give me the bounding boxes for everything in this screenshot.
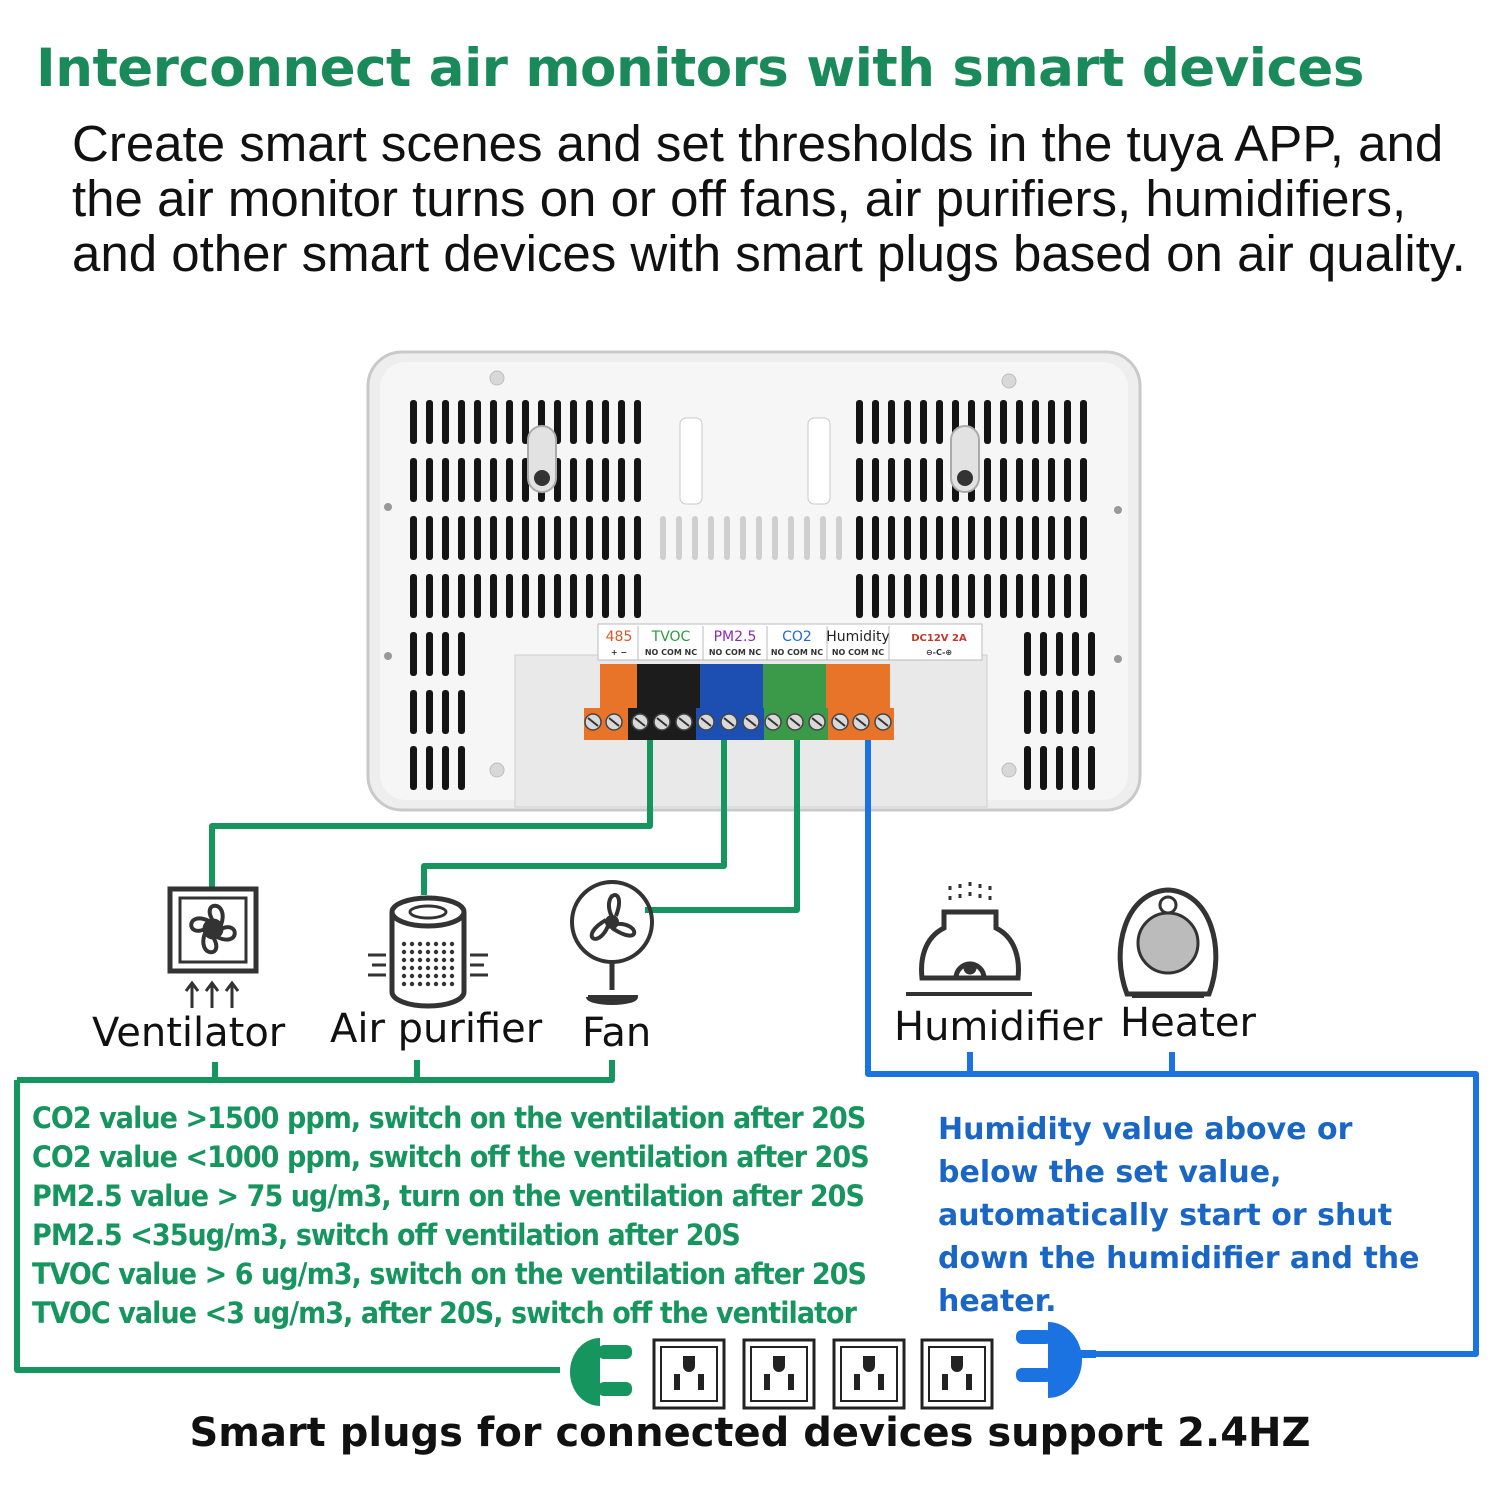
terminal-screw <box>808 713 826 731</box>
terminal-screw <box>764 713 782 731</box>
air-monitor-device: 485 + − TVOC NO COM NC PM2.5 NO COM NC CO2 NO C… <box>366 350 1142 812</box>
terminal-sublabel: NO COM NC <box>832 648 884 657</box>
air-purifier-label: Air purifier <box>330 1006 543 1052</box>
terminal-screw <box>675 713 693 731</box>
terminal-label: TVOC <box>651 629 691 645</box>
humidifier-label: Humidifier <box>894 1004 1103 1050</box>
blue-plug-icon <box>1016 1322 1096 1398</box>
terminal-sublabel: NO COM NC <box>771 648 823 657</box>
fan-label: Fan <box>582 1010 652 1056</box>
ventilator-label: Ventilator <box>92 1010 286 1056</box>
note-line: PM2.5 <35ug/m3, switch off ventilation a… <box>32 1218 741 1252</box>
smart-plug-outlet-icon <box>652 1338 726 1410</box>
terminal-screw <box>852 713 870 731</box>
terminal-label: DC12V 2A <box>911 633 967 644</box>
terminal-screw <box>786 713 804 731</box>
green-loop-top <box>17 1060 615 1083</box>
ventilator-wire <box>209 740 653 890</box>
footer-caption: Smart plugs for connected devices suppor… <box>189 1410 1311 1456</box>
heater-label: Heater <box>1120 1000 1256 1046</box>
terminal-screw <box>605 713 623 731</box>
green-notes: CO2 value >1500 ppm, switch on the venti… <box>32 1099 870 1333</box>
green-loop-left <box>14 1080 560 1373</box>
terminal-screw <box>584 713 602 731</box>
terminal-label: Humidity <box>826 629 889 645</box>
green-plug-icon <box>548 1338 632 1406</box>
humidity-wire <box>865 740 1479 1357</box>
fan-wire <box>645 740 800 913</box>
purifier-wire <box>421 740 727 895</box>
terminal-screw <box>697 713 715 731</box>
smart-plug-outlet-icon <box>832 1338 906 1410</box>
terminal-screw <box>874 713 892 731</box>
ventilator-icon <box>167 886 259 1008</box>
heater-icon <box>1117 887 1219 998</box>
note-line: TVOC value > 6 ug/m3, switch on the vent… <box>32 1257 867 1291</box>
air-purifier-icon <box>368 895 488 1009</box>
terminal-sublabel: NO COM NC <box>645 648 697 657</box>
smart-plug-outlet-icon <box>920 1338 994 1410</box>
fan-icon <box>570 880 654 1005</box>
subtext: Create smart scenes and set thresholds i… <box>72 115 1466 282</box>
terminal-screw <box>742 713 760 731</box>
blue-note: Humidity value above or below the set va… <box>938 1112 1420 1319</box>
note-line: TVOC value <3 ug/m3, after 20S, switch o… <box>32 1296 857 1330</box>
terminal-screw <box>653 713 671 731</box>
terminal-sublabel: ⊖-C-⊕ <box>926 648 952 657</box>
terminal-label: CO2 <box>782 629 812 645</box>
terminal-sublabel: + − <box>611 648 627 657</box>
terminal-screw <box>631 713 649 731</box>
humidifier-icon <box>906 882 1032 996</box>
headline: Interconnect air monitors with smart dev… <box>36 38 1364 99</box>
terminal-label: 485 <box>606 629 633 645</box>
terminal-label: PM2.5 <box>714 629 757 645</box>
note-line: PM2.5 value > 75 ug/m3, turn on the vent… <box>32 1179 865 1213</box>
note-line: CO2 value <1000 ppm, switch off the vent… <box>32 1140 870 1174</box>
note-line: CO2 value >1500 ppm, switch on the venti… <box>32 1101 866 1135</box>
terminal-screw <box>720 713 738 731</box>
terminal-sublabel: NO COM NC <box>709 648 761 657</box>
terminal-screw <box>831 713 849 731</box>
smart-plug-outlet-icon <box>742 1338 816 1410</box>
